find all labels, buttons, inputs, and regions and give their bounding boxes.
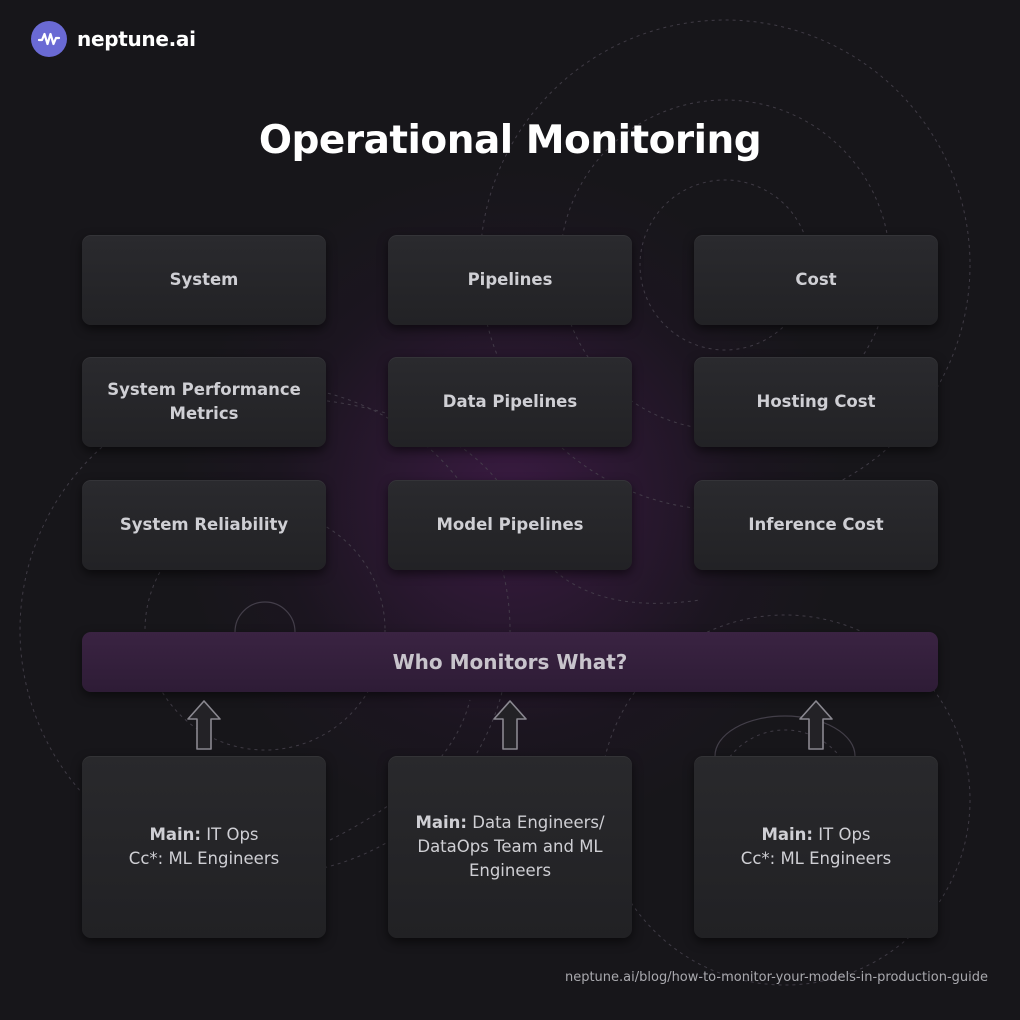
metric-card: Model Pipelines: [388, 480, 632, 570]
arrow-up-icon: [493, 700, 527, 750]
source-url[interactable]: neptune.ai/blog/how-to-monitor-your-mode…: [564, 970, 988, 985]
owner-card-text: Main: IT Ops Cc*: ML Engineers: [741, 823, 891, 871]
owner-main: IT Ops: [206, 825, 259, 844]
who-monitors-banner: Who Monitors What?: [82, 632, 938, 692]
metric-card: System Performance Metrics: [82, 357, 326, 447]
owner-card-text: Main: IT Ops Cc*: ML Engineers: [129, 823, 279, 871]
owner-card-text: Main: Data Engineers/ DataOps Team and M…: [414, 811, 606, 883]
brand-logo[interactable]: neptune.ai: [31, 21, 196, 57]
neptune-wave-logo-icon: [31, 21, 67, 57]
owner-card-cost: Main: IT Ops Cc*: ML Engineers: [694, 756, 938, 938]
brand-name: neptune.ai: [77, 27, 196, 51]
owner-card-system: Main: IT Ops Cc*: ML Engineers: [82, 756, 326, 938]
category-header-cost: Cost: [694, 235, 938, 325]
owner-card-pipelines: Main: Data Engineers/ DataOps Team and M…: [388, 756, 632, 938]
arrow-up-icon: [799, 700, 833, 750]
owner-main-label: Main:: [415, 813, 467, 832]
metric-card: Hosting Cost: [694, 357, 938, 447]
category-header-system: System: [82, 235, 326, 325]
owner-main: IT Ops: [818, 825, 871, 844]
owner-main-label: Main:: [761, 825, 814, 844]
owner-main-label: Main:: [149, 825, 202, 844]
metric-card: Data Pipelines: [388, 357, 632, 447]
category-header-pipelines: Pipelines: [388, 235, 632, 325]
arrow-up-icon: [187, 700, 221, 750]
owner-main: Data Engineers/ DataOps Team and ML Engi…: [417, 813, 605, 880]
page-title: Operational Monitoring: [258, 118, 762, 163]
metric-card: System Reliability: [82, 480, 326, 570]
metric-card: Inference Cost: [694, 480, 938, 570]
owner-cc: Cc*: ML Engineers: [128, 849, 280, 868]
owner-cc: Cc*: ML Engineers: [740, 849, 892, 868]
